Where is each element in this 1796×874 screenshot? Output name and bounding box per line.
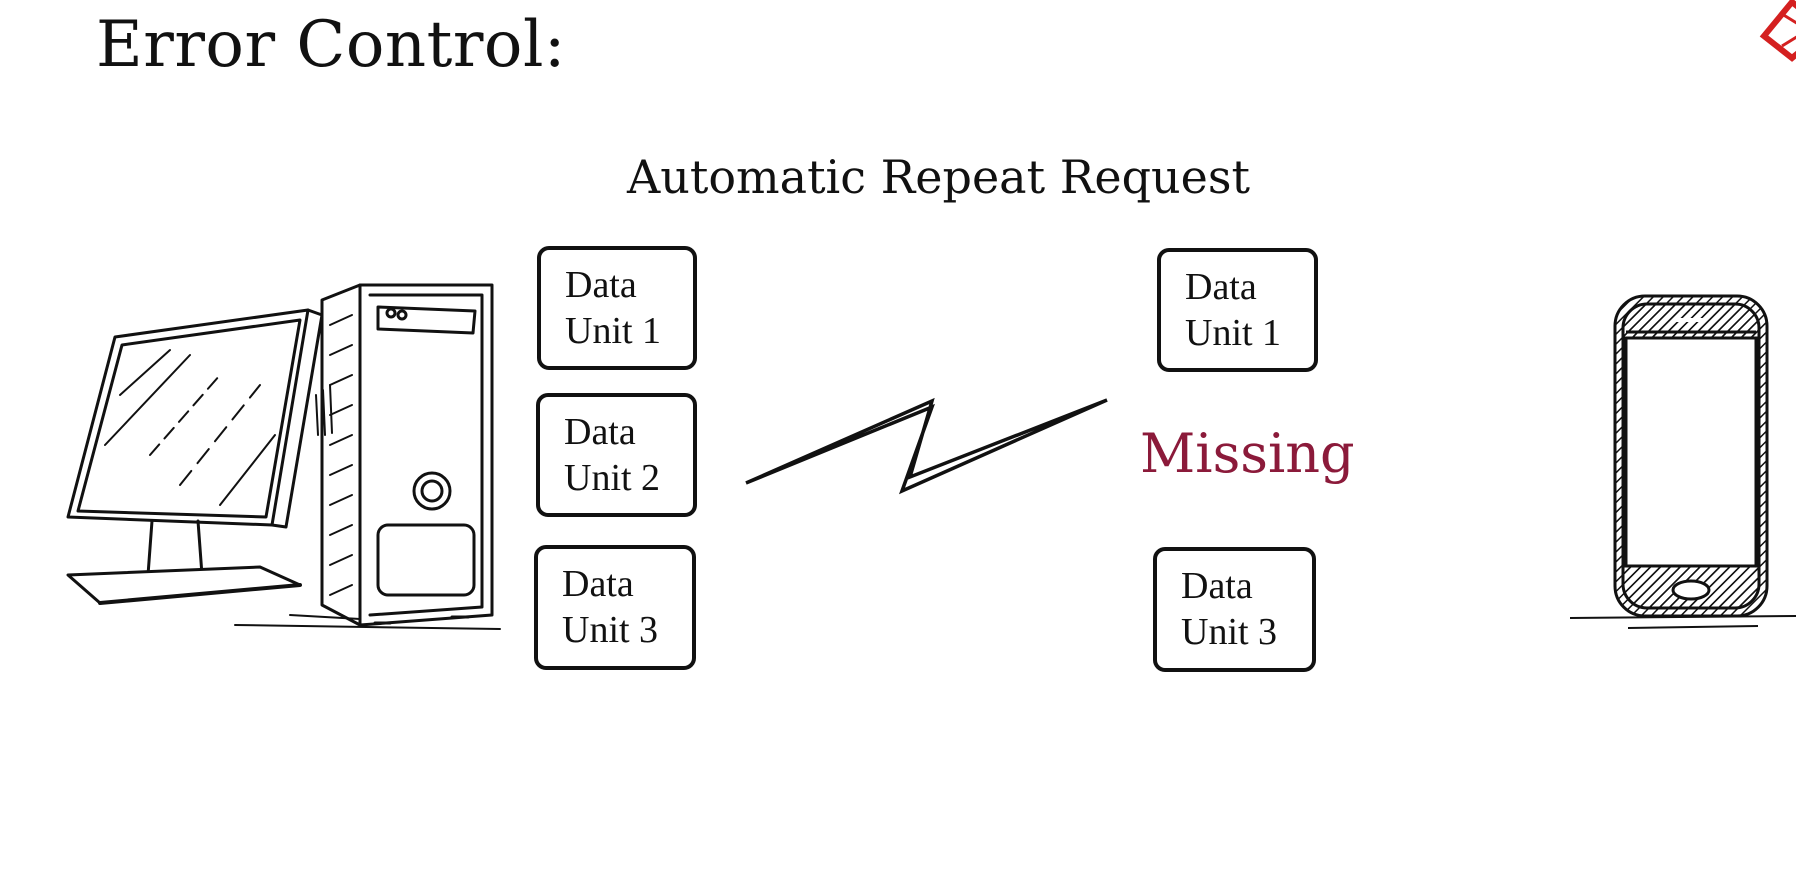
desktop-computer-icon (66, 283, 501, 630)
page-title: Error Control: (96, 8, 566, 82)
diagram-subtitle: Automatic Repeat Request (627, 150, 1250, 204)
unit-label-line2: Unit 1 (565, 310, 662, 352)
unit-label-line2: Unit 3 (562, 609, 659, 651)
sender-data-unit-1: Data Unit 1 (537, 246, 697, 370)
logo-icon (1752, 0, 1796, 64)
unit-label-line2: Unit 2 (564, 457, 661, 499)
unit-label-line1: Data (1181, 565, 1253, 607)
unit-label-line1: Data (564, 411, 636, 453)
unit-label-line2: Unit 1 (1185, 312, 1282, 354)
sender-data-unit-3: Data Unit 3 (534, 545, 696, 670)
unit-label-line1: Data (562, 563, 634, 605)
receiver-data-unit-3: Data Unit 3 (1153, 547, 1316, 672)
sender-data-unit-2: Data Unit 2 (536, 393, 697, 517)
unit-label-line2: Unit 3 (1181, 611, 1278, 653)
smartphone-icon (1569, 294, 1796, 629)
unit-label-line1: Data (565, 264, 637, 306)
receiver-data-unit-1: Data Unit 1 (1157, 248, 1318, 372)
lightning-bolt-icon (745, 397, 1108, 495)
unit-label-line1: Data (1185, 266, 1257, 308)
missing-label: Missing (1140, 422, 1355, 485)
